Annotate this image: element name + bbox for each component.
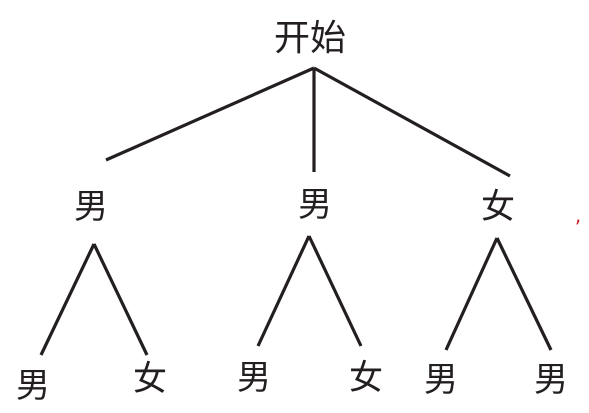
level1-nodes: 男 男 女	[74, 185, 515, 227]
branch-edges	[39, 235, 553, 356]
level2-node-5: 男	[424, 360, 458, 400]
root-node-label: 开始	[274, 18, 346, 59]
level1-node-1: 男	[74, 187, 108, 227]
edge-level1-2-to-level2-3	[256, 235, 311, 347]
level2-node-3: 男	[237, 358, 271, 398]
level1-node-2: 男	[298, 185, 332, 225]
edge-level1-1-to-level2-1	[39, 243, 96, 356]
level2-nodes: 男 女 男 女 男 男	[16, 358, 568, 406]
root-edges	[105, 66, 511, 178]
edge-root-to-level1-3	[313, 66, 511, 178]
level2-node-1: 男	[16, 366, 50, 406]
level1-node-3: 女	[481, 187, 515, 227]
edge-root-to-level1-1	[105, 66, 315, 162]
edge-level1-3-to-level2-6	[495, 237, 553, 351]
red-comma-mark: ,	[575, 203, 581, 227]
edge-level1-2-to-level2-4	[307, 235, 363, 347]
level2-node-2: 女	[133, 359, 167, 399]
level2-node-6: 男	[534, 360, 568, 400]
edge-level1-1-to-level2-2	[92, 243, 149, 356]
level2-node-4: 女	[349, 358, 383, 398]
edge-level1-3-to-level2-5	[444, 237, 499, 351]
